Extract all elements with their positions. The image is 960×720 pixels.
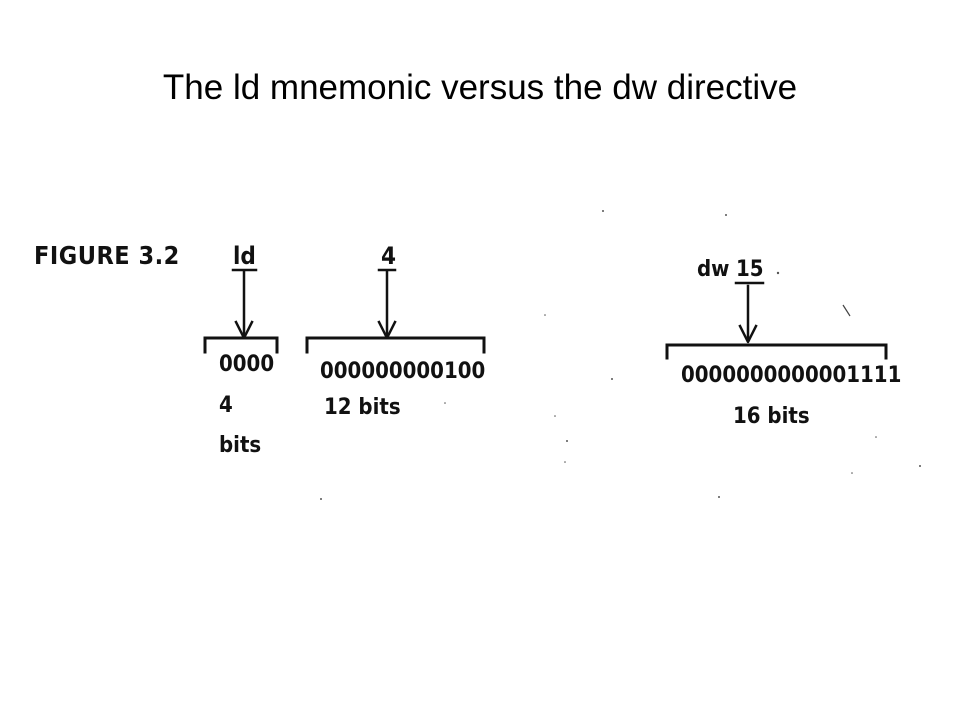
dw-bits-value: 0000000000001111 <box>681 363 901 388</box>
ld-operand-label: 4 <box>381 242 396 270</box>
operand-size-label: 12 bits <box>324 395 401 420</box>
figure-caption: FIGURE 3.2 <box>34 241 180 270</box>
scan-specks <box>320 210 921 500</box>
opcode-size-number: 4 <box>219 393 233 418</box>
dw-size-label: 16 bits <box>733 404 810 429</box>
opcode-field-bracket <box>203 336 279 354</box>
opcode-bits-value: 0000 <box>219 352 274 377</box>
dw-arrow-head <box>738 324 758 344</box>
dw-directive-label: dw <box>697 257 729 282</box>
slide-title: The ld mnemonic versus the dw directive <box>162 68 798 107</box>
operand-bits-value: 000000000100 <box>320 359 485 384</box>
operand-field-bracket <box>305 336 486 354</box>
scan-mark <box>842 304 851 317</box>
dw-operand-label: 15 <box>736 257 764 282</box>
opcode-size-unit: bits <box>219 433 261 458</box>
dw-field-bracket <box>665 343 888 360</box>
ld-mnemonic-label: ld <box>233 242 256 270</box>
